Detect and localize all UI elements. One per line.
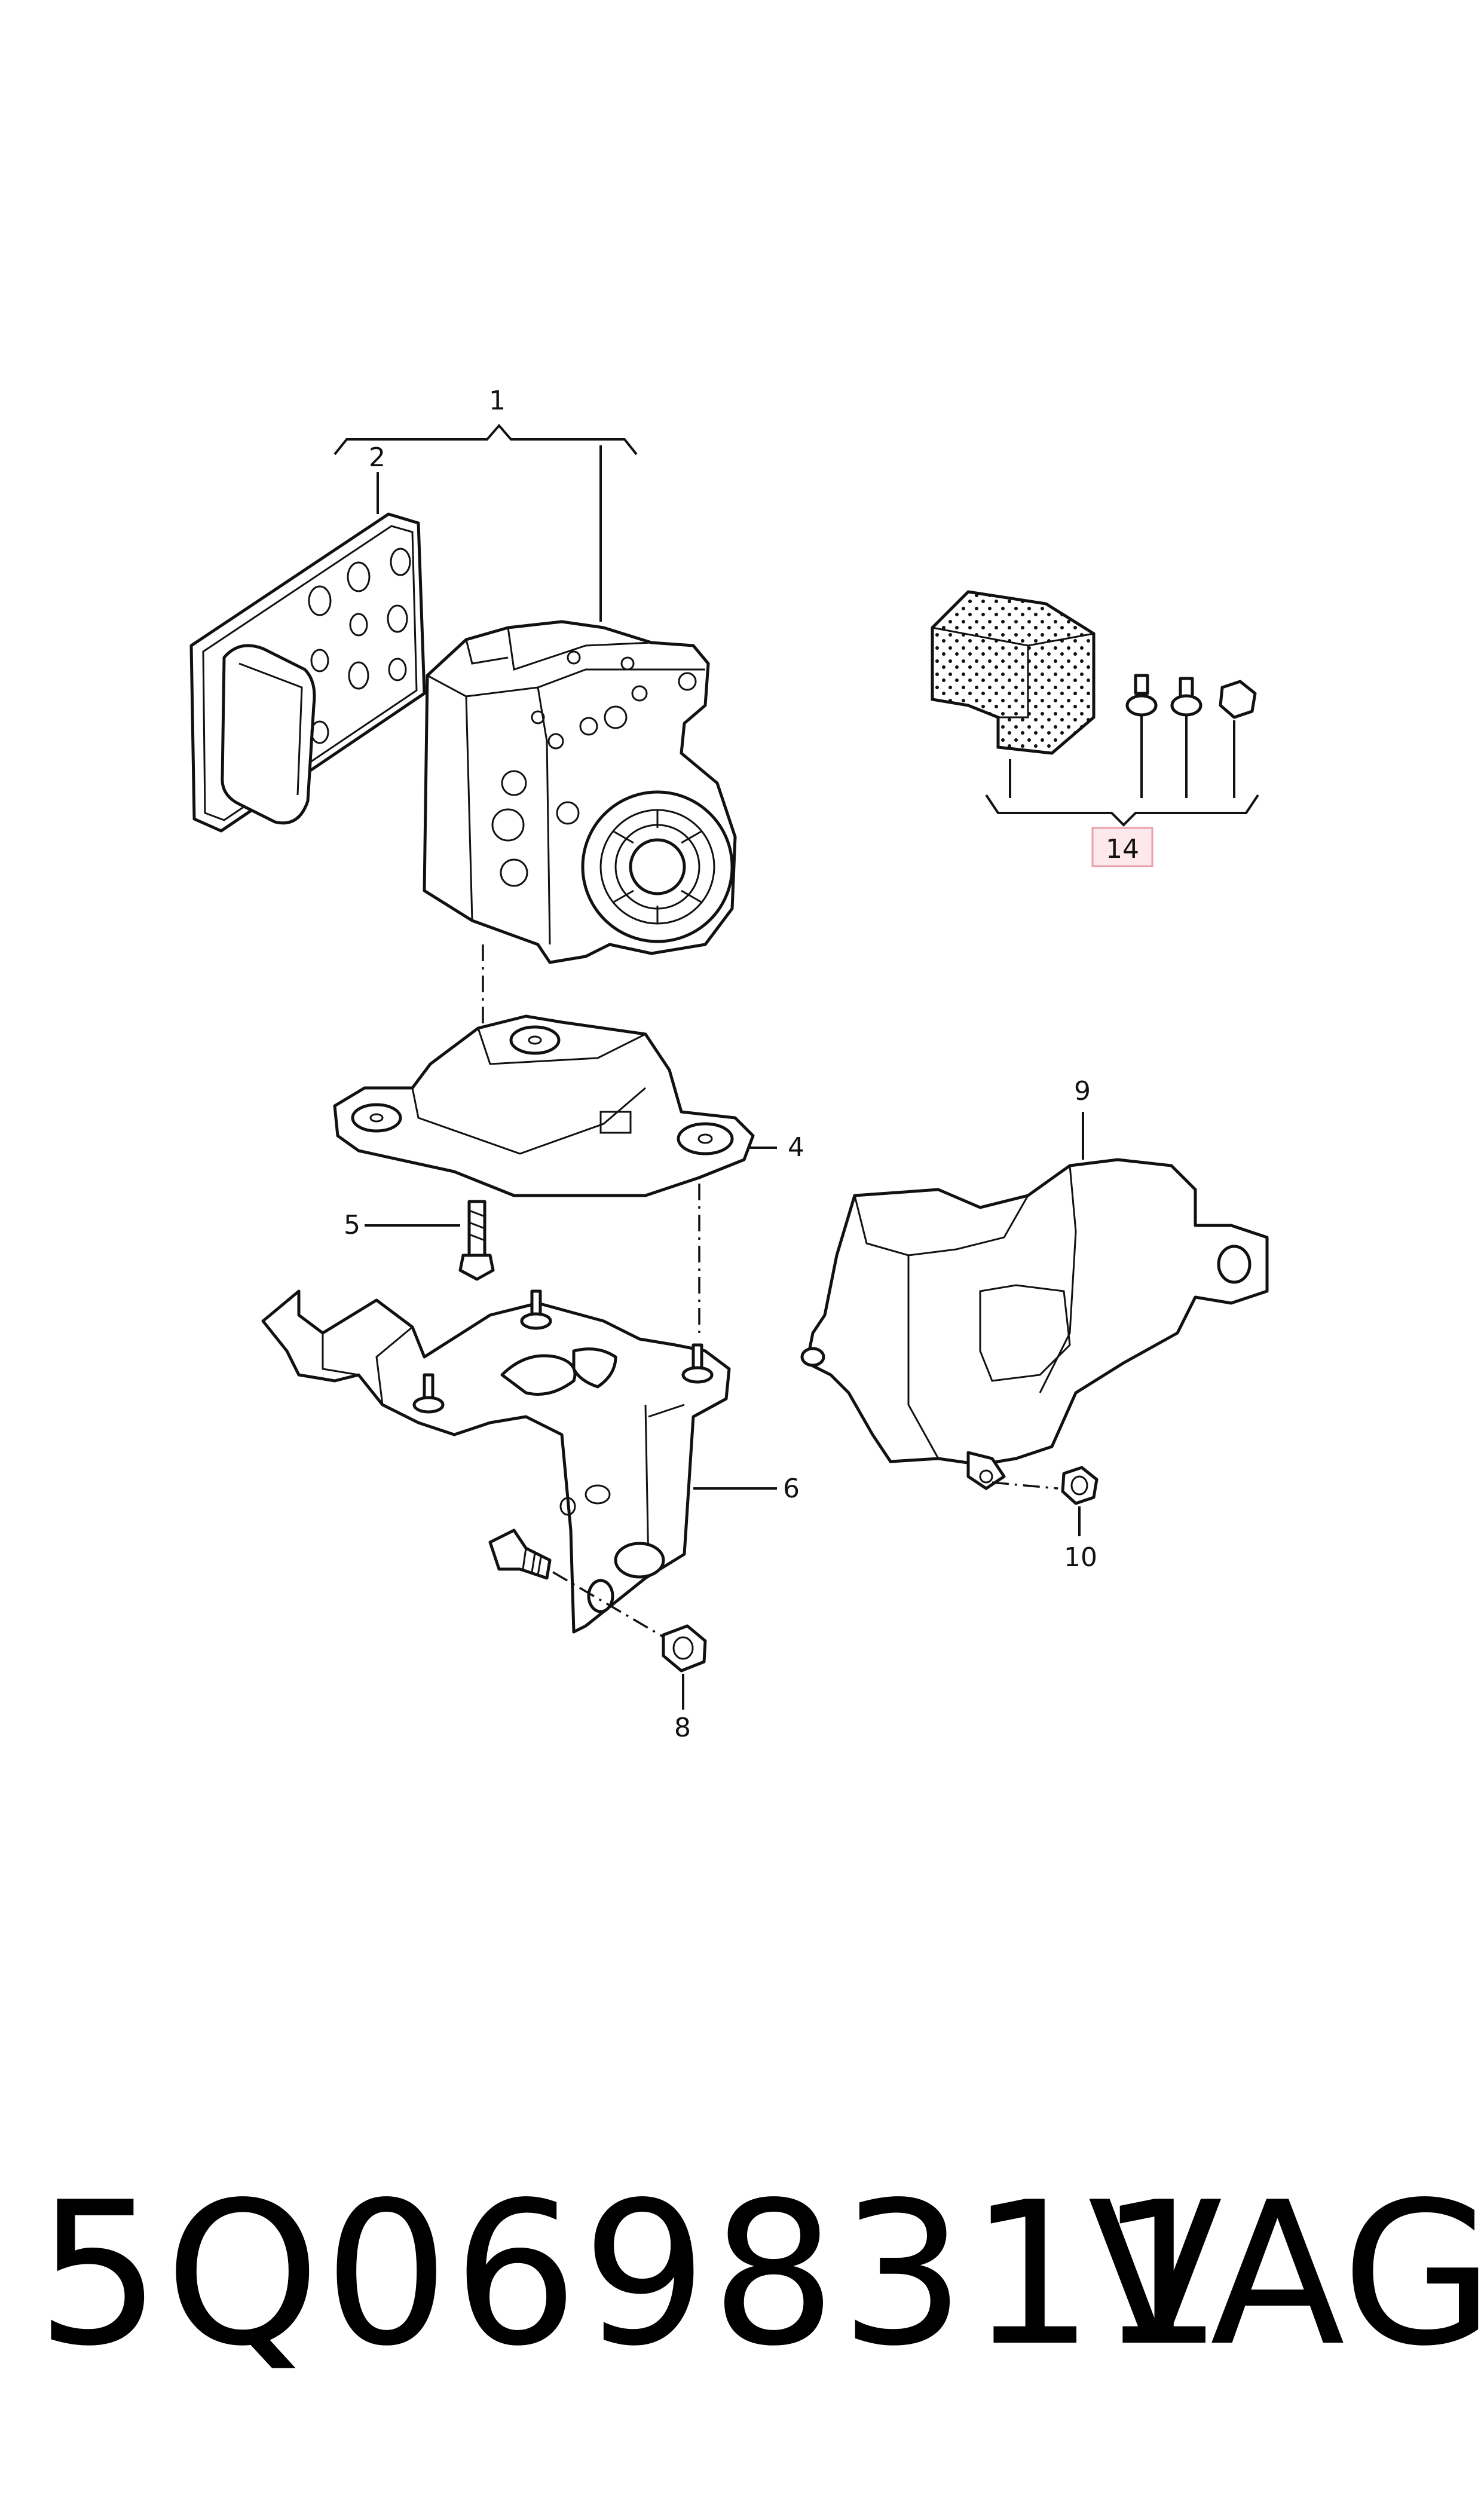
stud-3 [681, 1343, 714, 1384]
screw-1 [1125, 674, 1158, 717]
bracket-part-6: 6 [261, 1289, 800, 1634]
nut-part-10: 10 [1061, 1466, 1099, 1573]
callout-6[interactable]: 6 [783, 1473, 800, 1504]
callout-2[interactable]: 2 [369, 442, 385, 473]
nut-small [1219, 680, 1257, 719]
callout-1-group: 1 [333, 386, 638, 622]
callout-14-highlight [1091, 827, 1153, 867]
heat-shield-part-9: 9 [800, 1076, 1269, 1490]
cover-kit-part-14: 14 [931, 590, 1259, 867]
cover-foam [931, 590, 1096, 755]
side-bolt [488, 1528, 676, 1645]
stud-2 [412, 1373, 445, 1414]
callout-9[interactable]: 9 [1074, 1076, 1091, 1106]
mounting-plate-part-4: 4 [333, 1014, 804, 1197]
callout-4[interactable]: 4 [788, 1132, 804, 1163]
control-unit-part-2: 2 [189, 442, 426, 833]
brand-label: VAG [1088, 2160, 1484, 2389]
part-number-label: 5Q0698311 [36, 2160, 1228, 2389]
callout-5[interactable]: 5 [344, 1210, 360, 1240]
stud-1 [520, 1289, 552, 1330]
nut-part-8: 8 [662, 1624, 707, 1743]
hydraulic-unit-part-1 [423, 620, 737, 964]
bolt-part-5: 5 [344, 1200, 495, 1281]
callout-8[interactable]: 8 [674, 1713, 691, 1743]
callout-14[interactable]: 14 [1106, 834, 1139, 864]
screw-2 [1170, 677, 1203, 717]
callout-10[interactable]: 10 [1064, 1542, 1097, 1573]
callout-1[interactable]: 1 [489, 386, 506, 416]
